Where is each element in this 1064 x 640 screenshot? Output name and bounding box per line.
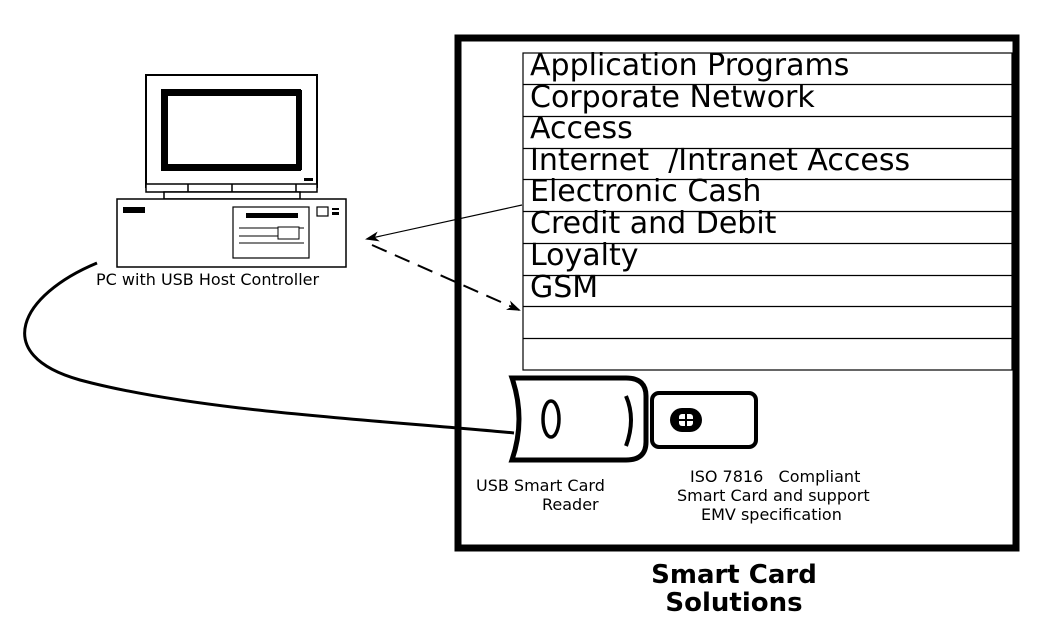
applications-table (522, 52, 1013, 371)
usb-smart-card-reader-icon (508, 375, 649, 463)
computer-monitor-icon (145, 74, 318, 200)
smart-card-icon (650, 391, 758, 449)
card-label-line2: Smart Card and support (677, 486, 870, 505)
reader-label-line1: USB Smart Card (476, 476, 605, 495)
card-label-line1: ISO 7816 Compliant (690, 467, 861, 486)
app-row-credit-and-debit: Credit and Debit (530, 206, 777, 241)
usb-cable-line (23, 261, 515, 435)
app-row-loyalty: Loyalty (530, 238, 639, 273)
arrow-to-pc (365, 204, 523, 242)
diagram-title-line2: Solutions (665, 588, 803, 618)
solution-frame (454, 34, 1020, 552)
computer-base-unit-icon (116, 198, 347, 268)
pc-label: PC with USB Host Controller (96, 270, 320, 289)
app-row-gsm: GSM (530, 270, 599, 305)
app-row-internet-intranet-access: Internet /Intranet Access (530, 143, 911, 178)
card-label-line3: EMV specification (701, 505, 842, 524)
diagram-title-line1: Smart Card (651, 560, 817, 590)
app-row-corporate-network: Corporate Network (530, 80, 815, 115)
app-row-electronic-cash: Electronic Cash (530, 174, 762, 209)
dashed-arrow-to-table (371, 244, 521, 311)
app-row-application-programs: Application Programs (530, 48, 850, 83)
app-row-access: Access (530, 111, 633, 146)
reader-label-line2: Reader (542, 495, 599, 514)
